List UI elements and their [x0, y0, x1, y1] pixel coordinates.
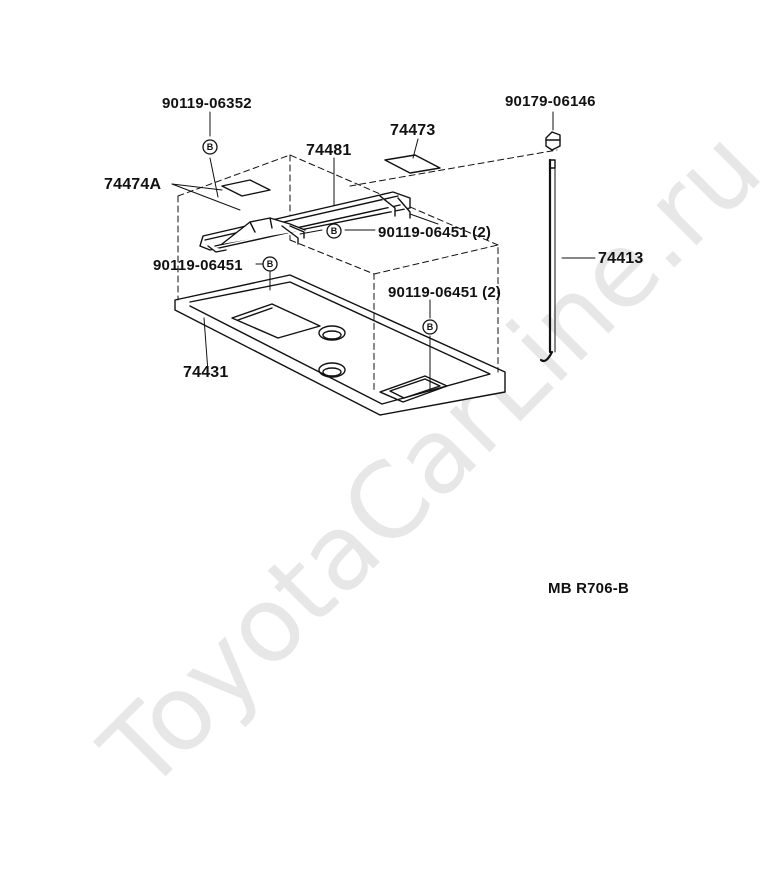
bolt-symbol-2: B	[331, 226, 338, 236]
pad-74473-shape	[384, 154, 441, 174]
label-90119-06352: 90119-06352	[162, 95, 252, 112]
bolt-symbols	[202, 139, 438, 335]
label-90119-06451-right: 90119-06451 (2)	[388, 284, 502, 301]
label-74473: 74473	[390, 122, 436, 139]
diagram-code: MB R706-B	[548, 580, 629, 597]
label-74481: 74481	[306, 142, 352, 159]
bolt-symbol-4: B	[427, 322, 434, 332]
label-90179-06146: 90179-06146	[505, 93, 596, 110]
hold-down-rod	[539, 158, 556, 363]
label-74474A: 74474A	[104, 176, 162, 193]
label-90119-06451-center: 90119-06451 (2)	[378, 224, 492, 241]
pad-74474A-shape	[221, 179, 271, 197]
bolt-symbol-1: B	[207, 142, 214, 152]
hold-down-clamp	[199, 191, 411, 253]
label-90119-06451-left: 90119-06451	[153, 257, 243, 274]
bolt-symbol-3: B	[267, 259, 274, 269]
nut-shape	[545, 131, 561, 151]
battery-tray	[174, 274, 506, 416]
label-74431: 74431	[183, 364, 229, 381]
leader-lines	[171, 111, 596, 393]
label-74413: 74413	[598, 250, 644, 267]
